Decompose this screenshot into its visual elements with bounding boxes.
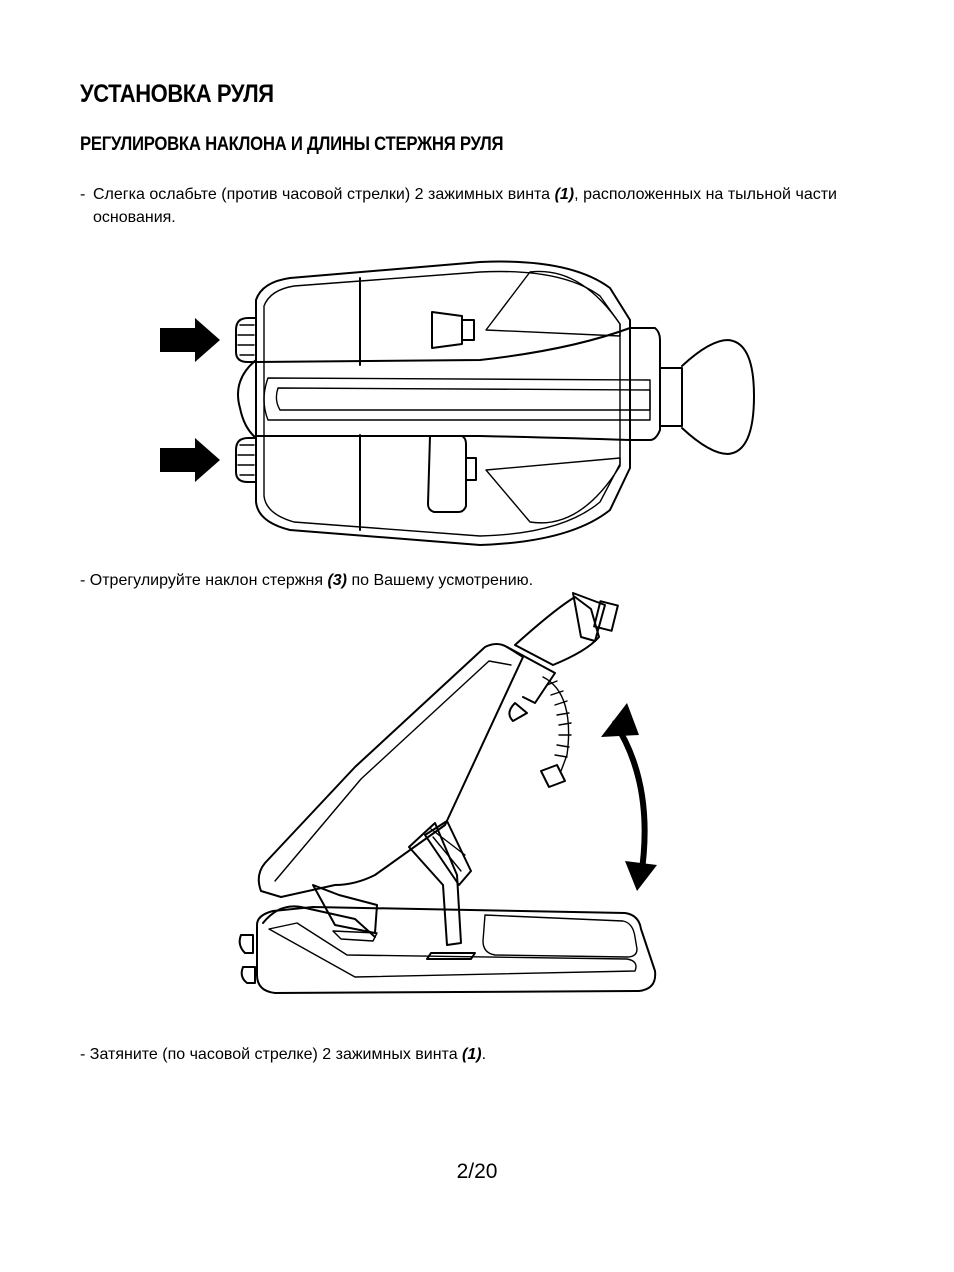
step-1-text-after: , расположенных на тыльной части основан… xyxy=(93,186,837,226)
arrow-down-icon xyxy=(625,861,657,891)
page-number: 2/20 xyxy=(456,1160,498,1183)
instruction-step-3: - Затяните (по часовой стрелке) 2 зажимн… xyxy=(80,1043,486,1066)
step-2-text-after: по Вашему усмотрению. xyxy=(347,572,534,589)
step-3-ref: (1) xyxy=(462,1046,482,1063)
step-1-text-before: Слегка ослабьте (против часовой стрелки)… xyxy=(93,186,555,203)
list-dash: - xyxy=(80,186,86,203)
screw-knob-icon xyxy=(235,437,257,483)
step-1-text: Слегка ослабьте (против часовой стрелки)… xyxy=(93,183,837,229)
step-2-text-before: - Отрегулируйте наклон стержня xyxy=(80,572,328,589)
arrow-up-icon xyxy=(601,703,639,737)
page-title: УСТАНОВКА РУЛЯ xyxy=(80,80,274,108)
column-tilt-illustration xyxy=(238,592,657,994)
step-1-ref: (1) xyxy=(554,186,575,203)
base-top-view-illustration xyxy=(160,260,755,546)
section-title: РЕГУЛИРОВКА НАКЛОНА И ДЛИНЫ СТЕРЖНЯ РУЛЯ xyxy=(80,134,504,155)
step-2-ref: (3) xyxy=(327,572,348,589)
step-3-text-after: . xyxy=(481,1046,487,1063)
instruction-step-2: - Отрегулируйте наклон стержня (3) по Ва… xyxy=(80,569,533,592)
screw-knob-icon xyxy=(235,317,257,363)
step-3-text-before: - Затяните (по часовой стрелке) 2 зажимн… xyxy=(80,1046,463,1063)
arrow-right-icon xyxy=(160,438,220,482)
arrow-right-icon xyxy=(160,318,220,362)
instruction-step-1: - Слегка ослабьте (против часовой стрелк… xyxy=(80,183,837,229)
